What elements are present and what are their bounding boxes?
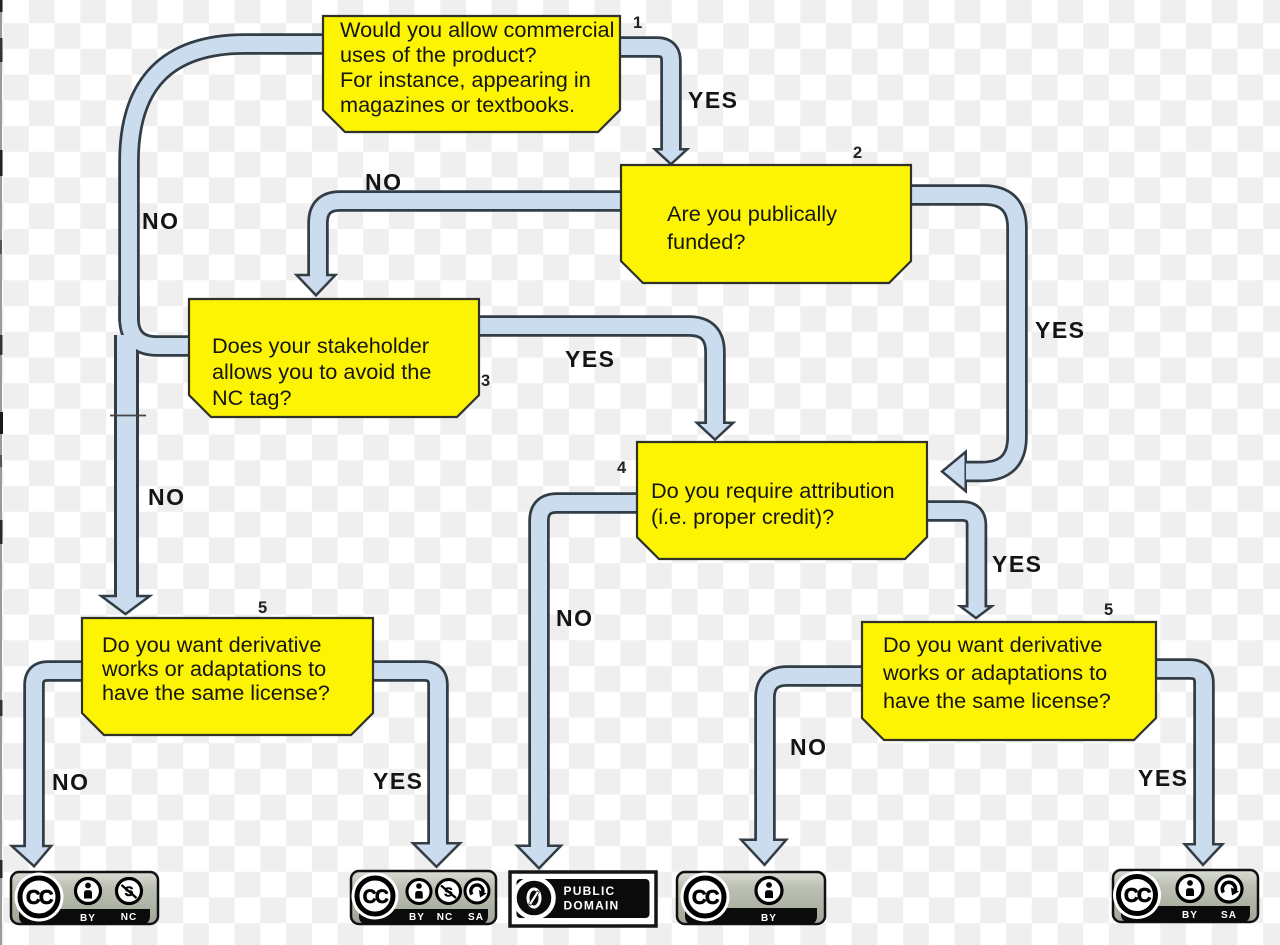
svg-text:YES: YES <box>1035 317 1086 343</box>
svg-text:Would you allow commercial: Would you allow commercial <box>340 17 614 42</box>
svg-text:NO: NO <box>556 605 594 631</box>
svg-text:allows you to avoid the: allows you to avoid the <box>212 359 431 384</box>
svg-text:NO: NO <box>790 734 828 760</box>
svg-text:NO: NO <box>148 484 186 510</box>
svg-text:NC: NC <box>121 912 137 923</box>
svg-text:Do you require attribution: Do you require attribution <box>651 478 895 503</box>
svg-text:5: 5 <box>258 599 267 617</box>
svg-text:uses of the product?: uses of the product? <box>340 42 537 67</box>
svg-text:Do you want derivative: Do you want derivative <box>102 632 321 657</box>
svg-text:(i.e. proper credit)?: (i.e. proper credit)? <box>651 504 834 529</box>
svg-text:2: 2 <box>853 144 862 162</box>
svg-text:works or adaptations to: works or adaptations to <box>882 660 1107 685</box>
svg-text:Are you publically: Are you publically <box>667 201 837 226</box>
svg-text:PUBLIC: PUBLIC <box>564 884 616 898</box>
svg-text:4: 4 <box>617 459 627 477</box>
svg-text:YES: YES <box>688 87 739 113</box>
svg-text:CC: CC <box>1124 885 1151 907</box>
svg-text:YES: YES <box>565 346 616 372</box>
svg-text:DOMAIN: DOMAIN <box>564 899 620 913</box>
svg-text:have the same license?: have the same license? <box>883 688 1111 713</box>
svg-text:CC: CC <box>363 887 389 908</box>
svg-text:For instance, appearing in: For instance, appearing in <box>340 67 591 92</box>
svg-text:NO: NO <box>52 769 90 795</box>
svg-text:YES: YES <box>1138 765 1189 791</box>
svg-text:works or adaptations to: works or adaptations to <box>101 656 326 681</box>
svg-text:BY: BY <box>1182 910 1198 921</box>
svg-text:SA: SA <box>1221 910 1237 921</box>
svg-text:NC tag?: NC tag? <box>212 385 292 410</box>
svg-text:have the same license?: have the same license? <box>102 680 330 705</box>
svg-text:YES: YES <box>373 768 424 794</box>
svg-text:5: 5 <box>1104 601 1113 619</box>
svg-text:BY: BY <box>761 913 777 924</box>
svg-text:NC: NC <box>437 912 453 923</box>
svg-text:CC: CC <box>26 887 53 909</box>
svg-text:BY: BY <box>80 913 96 924</box>
svg-text:NO: NO <box>142 208 180 234</box>
svg-text:3: 3 <box>481 372 490 390</box>
svg-text:NO: NO <box>365 169 403 195</box>
svg-text:Does your stakeholder: Does your stakeholder <box>212 333 429 358</box>
svg-text:YES: YES <box>992 551 1043 577</box>
svg-text:BY: BY <box>409 912 425 923</box>
svg-text:magazines or textbooks.: magazines or textbooks. <box>340 92 575 117</box>
svg-text:Do you want derivative: Do you want derivative <box>883 632 1102 657</box>
svg-text:funded?: funded? <box>667 229 745 254</box>
svg-text:CC: CC <box>692 887 719 909</box>
svg-text:SA: SA <box>468 912 484 923</box>
svg-text:1: 1 <box>633 14 642 32</box>
